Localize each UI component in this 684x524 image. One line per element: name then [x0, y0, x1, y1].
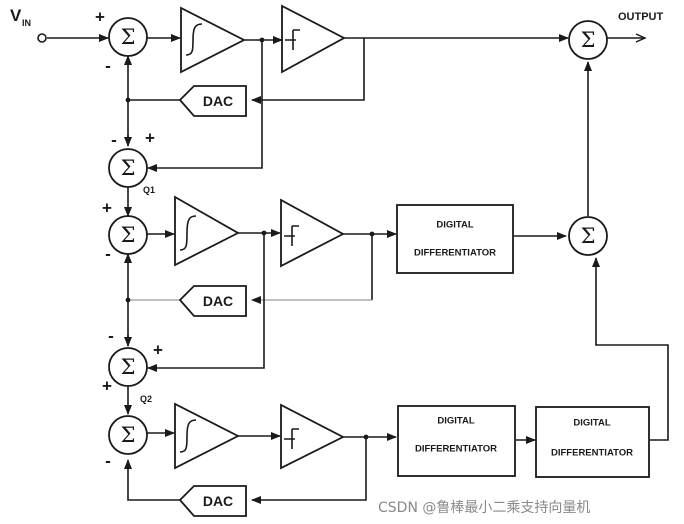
input-node	[37, 33, 47, 43]
dac-label: DAC	[203, 293, 233, 309]
input-label: V	[10, 6, 22, 25]
comparator-symbol	[285, 29, 300, 50]
wire-int2-to-sumq2	[147, 233, 265, 372]
output-label: OUTPUT	[618, 11, 664, 23]
dac-block-3: DAC	[178, 485, 247, 517]
quantizer-2	[280, 198, 345, 268]
digital-differentiator-1: DIGITAL DIFFERENTIATOR	[396, 204, 514, 274]
q2-label: Q2	[140, 394, 152, 404]
sigma-symbol: Σ	[121, 25, 136, 49]
sum-junction-2: Σ	[108, 215, 148, 255]
sigma-symbol: Σ	[121, 223, 136, 247]
sum-junction-3: Σ	[108, 415, 148, 455]
sum-junction-q1: Σ	[108, 148, 148, 188]
differentiator-line2: DIFFERENTIATOR	[551, 448, 633, 459]
sum-junction-mid: Σ	[568, 216, 608, 256]
wire-quant3-to-dac3	[251, 437, 367, 504]
digital-differentiator-2: DIGITAL DIFFERENTIATOR	[397, 405, 516, 477]
integrator-1	[180, 6, 246, 74]
dac-label: DAC	[203, 493, 233, 509]
sum2-minus-sign: -	[105, 245, 111, 264]
integral-symbol	[185, 23, 203, 56]
junction-int1	[259, 37, 265, 43]
differentiator-line2: DIFFERENTIATOR	[415, 444, 497, 455]
sum1-minus-sign: -	[105, 57, 111, 76]
quantizer-3	[280, 403, 345, 470]
sigma-symbol: Σ	[581, 28, 596, 52]
sum2-plus-sign: +	[102, 199, 112, 218]
wire-int1-to-sumq1	[147, 40, 263, 172]
quantizer-1	[281, 4, 346, 74]
differentiator-line1: DIGITAL	[573, 418, 610, 429]
comparator-symbol	[284, 428, 299, 449]
wire-dac3-to-sum3	[124, 459, 180, 501]
junction-dac1	[125, 97, 131, 103]
sum3-plus-sign: +	[102, 377, 112, 396]
dac-label: DAC	[203, 93, 233, 109]
sumq1-minus-sign: -	[111, 131, 117, 150]
sumq1-plus-sign: +	[145, 129, 155, 148]
q1-label: Q1	[143, 185, 155, 195]
sum-junction-output: Σ	[568, 20, 608, 60]
sigma-symbol: Σ	[581, 224, 596, 248]
sumq2-plus-sign: +	[153, 341, 163, 360]
integrator-2	[174, 195, 240, 267]
integral-symbol	[179, 419, 197, 453]
signal-wires	[47, 33, 669, 504]
output-arrowhead	[635, 33, 647, 43]
input-subscript: IN	[22, 18, 31, 28]
digital-differentiator-3: DIGITAL DIFFERENTIATOR	[535, 406, 650, 478]
sum-junction-q2: Σ	[108, 347, 148, 387]
sigma-symbol: Σ	[121, 355, 136, 379]
dac-block-2: DAC	[178, 285, 247, 317]
differentiator-line1: DIGITAL	[436, 220, 473, 231]
dac-block-1: DAC	[178, 85, 247, 117]
integral-symbol	[179, 215, 197, 251]
wire-diff3-to-midsum	[592, 257, 669, 441]
junction-dac2	[125, 297, 131, 303]
sumq2-minus-sign: -	[108, 327, 114, 346]
sigma-symbol: Σ	[121, 423, 136, 447]
sum-junction-1: Σ	[108, 17, 148, 57]
sum3-minus-sign: -	[105, 452, 111, 471]
comparator-symbol	[284, 225, 299, 246]
differentiator-line2: DIFFERENTIATOR	[414, 248, 496, 259]
sum1-plus-sign: +	[95, 8, 105, 27]
sigma-symbol: Σ	[121, 156, 136, 180]
integrator-3	[174, 402, 240, 470]
wire-quant1-to-dac1	[251, 38, 365, 104]
watermark-text: CSDN @鲁棒最小二乘支持向量机	[378, 500, 590, 516]
differentiator-line1: DIGITAL	[437, 416, 474, 427]
input-terminal: V IN	[10, 6, 47, 43]
